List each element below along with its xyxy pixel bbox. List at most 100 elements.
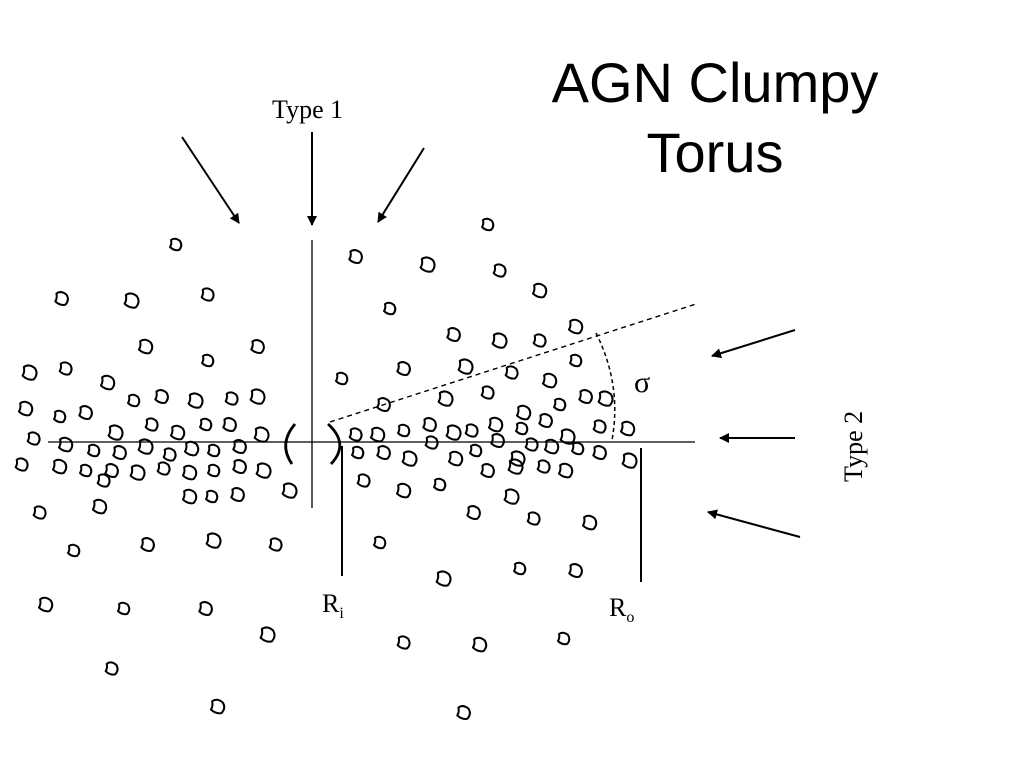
dust-clump [401, 450, 418, 467]
dust-clump [259, 626, 276, 643]
dust-clump [471, 636, 488, 653]
sigma-arc [595, 332, 616, 441]
dust-clump [17, 400, 34, 417]
type1-label: Type 1 [272, 95, 343, 124]
dust-clump [424, 435, 439, 450]
dust-clump [268, 537, 283, 552]
dust-clump [396, 635, 411, 650]
dust-clump [26, 431, 41, 446]
clumps-group [14, 217, 638, 720]
dust-clump [481, 217, 495, 232]
dust-clump [222, 417, 237, 432]
dust-clump [348, 427, 363, 442]
dust-clump [592, 445, 607, 460]
dust-clump [205, 489, 219, 504]
dust-clump [207, 463, 221, 478]
dust-clump [526, 511, 541, 526]
dust-clump [487, 416, 504, 433]
dust-clump [348, 249, 363, 264]
type2-arrow-top [711, 329, 796, 359]
dust-clump [437, 390, 454, 407]
dust-clump [137, 438, 154, 455]
dust-clump [621, 452, 638, 469]
dust-clump [491, 332, 508, 349]
dust-clump [51, 458, 68, 475]
dust-clump [117, 601, 131, 616]
dust-clump [469, 443, 483, 458]
r-inner-label: Ri [322, 589, 344, 622]
dust-clump [14, 457, 29, 472]
dust-clump [205, 532, 222, 549]
dust-clump [503, 488, 520, 505]
type2-arrow-bottom [707, 509, 801, 538]
r-outer-label: Ro [609, 593, 634, 626]
dust-clump [538, 413, 553, 428]
dust-clump [507, 458, 524, 475]
dust-clump [569, 353, 583, 368]
dust-clump [335, 371, 349, 386]
dust-clump [536, 459, 551, 474]
dust-clump [419, 256, 436, 273]
dust-clump [373, 535, 387, 550]
dust-clump [37, 596, 54, 613]
dust-clump [433, 477, 447, 492]
dust-clump [515, 404, 532, 421]
dust-clump [543, 438, 560, 455]
dust-clump [169, 424, 186, 441]
dust-clump [181, 488, 198, 505]
dust-clump [531, 282, 548, 299]
dust-clump [224, 391, 239, 406]
dust-clump [395, 482, 412, 499]
dust-clump [490, 433, 505, 448]
dust-clump [169, 237, 183, 252]
dust-clump [250, 339, 265, 354]
dust-clump [96, 473, 111, 488]
dust-clump [619, 420, 636, 437]
sigma-label: σ [634, 366, 650, 399]
dust-clump [200, 287, 215, 302]
dust-clump [91, 498, 108, 515]
dust-clump [422, 417, 437, 432]
dust-clump [99, 374, 116, 391]
dust-clump [79, 463, 93, 478]
dust-clump [578, 389, 593, 404]
dust-clump [230, 487, 245, 502]
dust-clump [376, 397, 391, 412]
dust-clump [557, 462, 574, 479]
dust-clump [21, 364, 38, 381]
dust-clump [104, 661, 119, 676]
dust-clump [198, 601, 213, 616]
torus-angle-line [329, 303, 697, 423]
dust-clump [156, 461, 171, 476]
dust-clump [396, 361, 411, 376]
dust-clump [183, 440, 200, 457]
dust-clump [154, 389, 169, 404]
dust-clump [480, 385, 495, 400]
dust-clump [553, 397, 567, 412]
dust-clump [181, 464, 198, 481]
dust-clump [568, 563, 583, 578]
dust-clump [383, 301, 397, 316]
type1-arrow-left [181, 136, 240, 224]
dust-clump [597, 390, 614, 407]
dust-clump [466, 505, 481, 520]
dust-clump [447, 450, 464, 467]
dust-clump [53, 409, 67, 424]
dust-clump [127, 393, 141, 408]
dust-clump [129, 464, 146, 481]
dust-clump [571, 441, 585, 456]
dust-clump [351, 445, 365, 460]
dust-clump [207, 443, 221, 458]
dust-clump [144, 417, 159, 432]
dust-clump [456, 705, 471, 720]
dust-clump [567, 318, 584, 335]
inner-bracket-right [327, 422, 342, 465]
dust-clump [397, 423, 411, 438]
dust-clump [515, 421, 529, 436]
type2-label: Type 2 [839, 411, 868, 482]
dust-clump [137, 338, 154, 355]
dust-clump [464, 423, 479, 438]
dust-clump [524, 437, 539, 452]
type1-arrow-right [377, 147, 425, 223]
title-line-1: AGN Clumpy [551, 51, 879, 114]
